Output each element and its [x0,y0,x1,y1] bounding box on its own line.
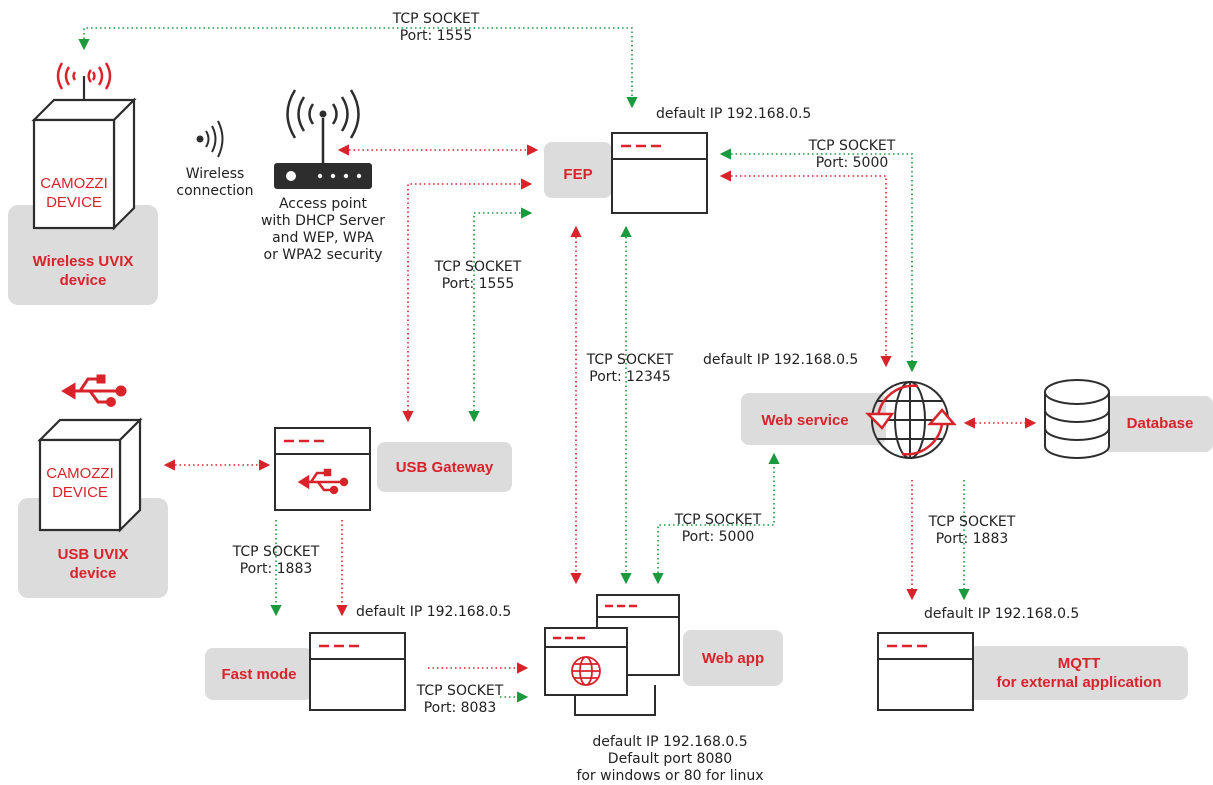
camozzi-device-1-icon [31,97,137,231]
usb-icon-gateway [297,468,349,495]
camozzi-device-2-icon [37,417,143,533]
camozzi-device-1-label: CAMOZZI DEVICE [40,175,108,211]
fast-mode-ip-label: default IP 192.168.0.5 [356,604,512,620]
camozzi-device-2-label: CAMOZZI DEVICE [46,465,114,501]
fast-mode-window-icon [309,632,406,711]
fep-window-icon [611,132,708,214]
web-app-ip-label: default IP 192.168.0.5 Default port 8080… [576,734,764,784]
fast-mode-label: Fast mode [221,666,297,683]
access-point-label: Access point with DHCP Server and WEP, W… [260,196,386,263]
tcp-socket-1555-label: TCP SOCKET Port: 1555 [434,259,522,292]
refresh-arrows-icon [864,384,957,456]
usb-gateway-window-icon [274,427,371,511]
connectors [78,27,1037,703]
mqtt-ip-label: default IP 192.168.0.5 [924,606,1080,622]
usb-uvix-label: USB UVIX device [57,546,129,582]
tcp-socket-top-label: TCP SOCKET Port: 1555 [392,11,480,44]
database-icon [1044,379,1110,459]
mqtt-label: MQTT for external application [996,655,1162,691]
fep-label: FEP [563,166,593,183]
wireless-waves-icon [196,120,224,158]
tcp-socket-5000-webapp-label: TCP SOCKET Port: 5000 [674,512,762,545]
tcp-socket-8083-label: TCP SOCKET Port: 8083 [416,683,504,716]
wireless-uvix-label: Wireless UVIX device [32,253,134,289]
web-service-ip-label: default IP 192.168.0.5 [703,352,859,368]
access-point-icon [274,89,372,189]
tcp-socket-fep-ws-label: TCP SOCKET Port: 5000 [808,138,896,171]
usb-icon-top [61,374,127,407]
tcp-socket-12345-label: TCP SOCKET Port: 12345 [586,352,674,385]
web-app-label: Web app [701,650,765,667]
web-app-window-icon [544,594,680,716]
antenna-icon [56,62,112,100]
wireless-connection-label: Wireless connection [176,166,254,199]
web-service-label: Web service [761,412,849,429]
tcp-socket-1883-left-label: TCP SOCKET Port: 1883 [232,544,320,577]
mqtt-window-icon [877,632,974,711]
database-label: Database [1126,415,1194,432]
fep-ip-label: default IP 192.168.0.5 [656,106,812,122]
tcp-socket-1883-right-label: TCP SOCKET Port: 1883 [928,514,1016,547]
usb-gateway-label: USB Gateway [395,459,494,476]
